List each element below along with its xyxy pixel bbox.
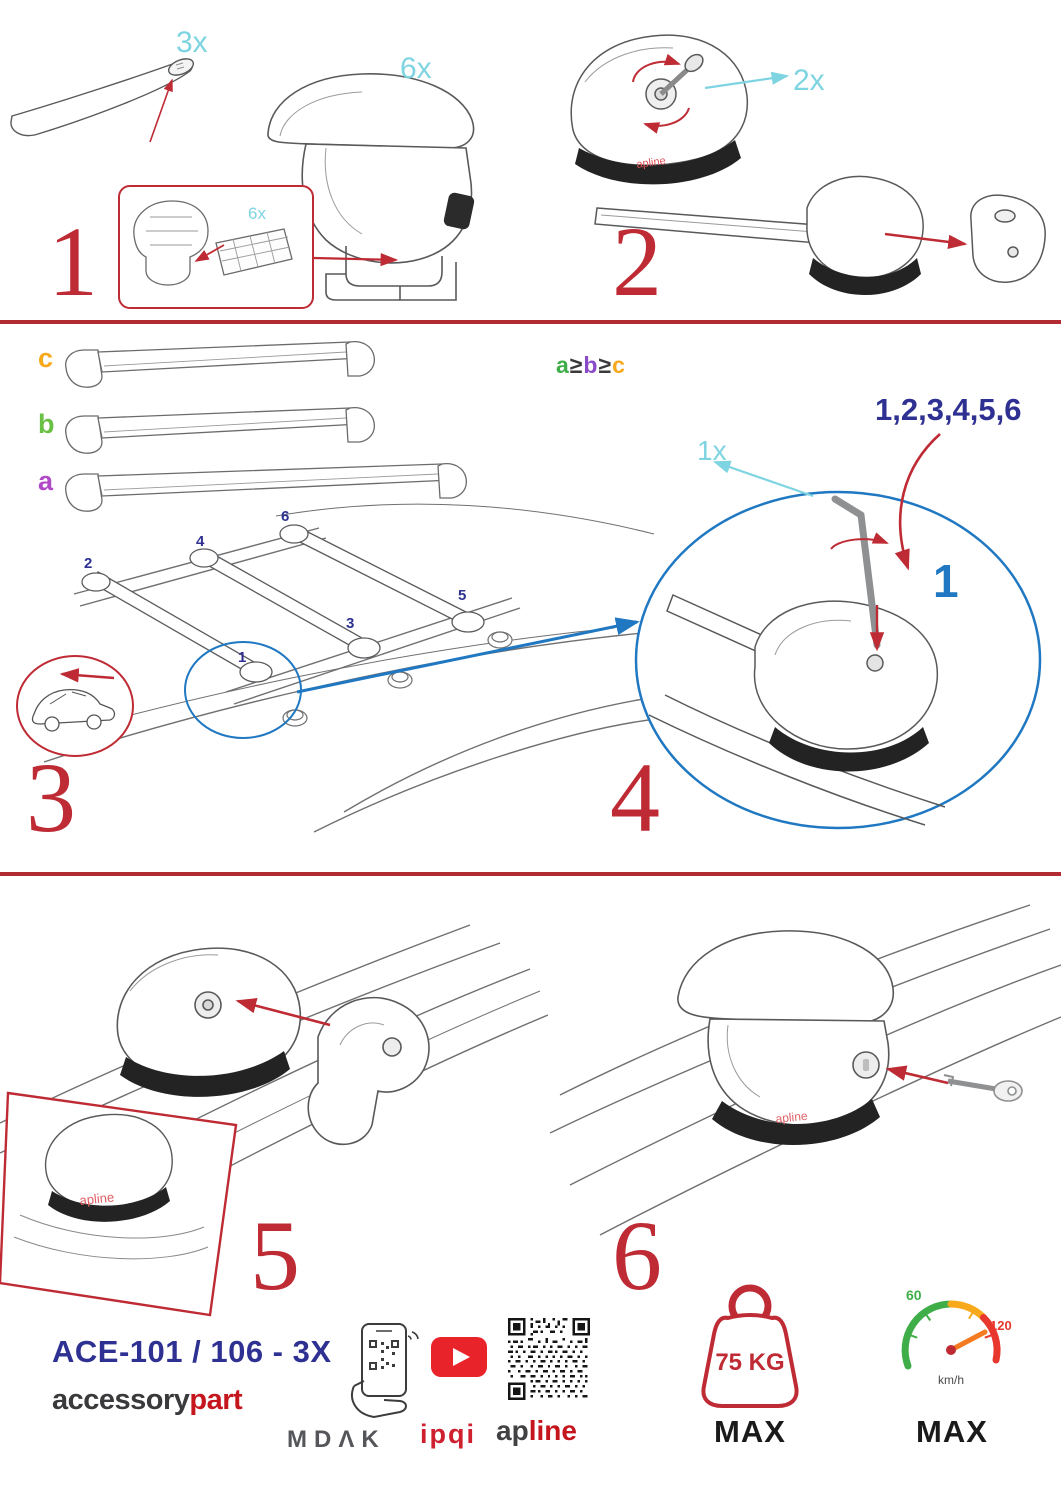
accessorypart-logo-part2: part <box>189 1384 243 1416</box>
mdak-logo: MDΛK <box>287 1426 386 1453</box>
step6-number: 6 <box>612 1200 662 1311</box>
cross-bar-illustration <box>10 58 195 137</box>
mini-qr-icon <box>369 1340 399 1370</box>
max-speed-icon: 60 120 km/h <box>901 1287 1012 1387</box>
clamp-insert-arrow <box>235 998 331 1027</box>
speed-unit-label: km/h <box>938 1373 964 1387</box>
allen-key-icon <box>857 511 881 649</box>
apline-logo-part2: line <box>528 1415 577 1446</box>
step4-zoom-illustration <box>634 490 1042 830</box>
speed-low-label: 60 <box>906 1287 922 1303</box>
ipqi-logo: ipqi <box>420 1419 476 1449</box>
locked-foot <box>677 930 895 1146</box>
apline-logo-step5: apline <box>79 1189 115 1208</box>
apline-logo-step2: apline <box>636 155 667 171</box>
product-model: ACE-101 / 106 - 3X <box>52 1334 332 1369</box>
brand-patch <box>443 192 475 230</box>
position-label-5: 5 <box>458 587 467 604</box>
bar-b-label: b <box>38 409 55 439</box>
bar-qty-label: 3x <box>176 26 208 59</box>
foot-top-view <box>570 34 749 185</box>
speedometer-needle <box>948 1329 988 1353</box>
step3-number: 3 <box>26 742 76 853</box>
key-qty-arrow <box>704 71 790 90</box>
bar-foot-endcap-assembly <box>594 175 1046 295</box>
key-rotate-arrow-2 <box>643 107 690 134</box>
tool-rotate-arrow <box>830 532 889 550</box>
step3-illustration <box>16 340 664 833</box>
foot-with-allen-key <box>648 495 946 826</box>
first-position-label: 1 <box>933 555 959 607</box>
scan-app-icon <box>351 1323 419 1419</box>
weight-max-label: MAX <box>714 1414 786 1449</box>
qr-code <box>508 1318 590 1400</box>
position-label-3: 3 <box>346 615 355 632</box>
position-label-4: 4 <box>196 533 205 550</box>
rubber-pad <box>215 228 293 276</box>
inset-to-foot-arrow <box>313 253 399 267</box>
bar-a-label: a <box>38 466 54 496</box>
bar-c-label: c <box>38 343 54 373</box>
mounted-bars <box>81 524 485 683</box>
pad-detail-illustration <box>133 200 293 286</box>
tool-qty-label: 1x <box>697 435 727 466</box>
section-divider-1 <box>0 320 1061 324</box>
step2-illustration: apline <box>570 34 1046 295</box>
sequence-curved-arrow <box>894 433 941 571</box>
pad-insert-arrow <box>194 244 225 262</box>
rule-a: a <box>556 352 570 378</box>
bar-end-pointer-arrow <box>149 78 173 143</box>
key-icon <box>943 1074 1023 1102</box>
key-icon <box>659 68 689 96</box>
position-label-6: 6 <box>281 508 290 525</box>
step5-number: 5 <box>250 1200 300 1311</box>
bar-c-illustration <box>65 340 376 388</box>
tighten-sequence-label: 1,2,3,4,5,6 <box>875 392 1022 427</box>
step4-number: 4 <box>610 742 660 853</box>
step2-number: 2 <box>612 206 662 317</box>
apline-logo-step6: apline <box>775 1109 809 1126</box>
step5-illustration: apline <box>0 924 548 1317</box>
pad-qty-label: 6x <box>248 204 266 223</box>
apline-logo-part1: ap <box>496 1415 529 1446</box>
max-weight-icon: 75 KG <box>701 1284 799 1408</box>
rule-gte-1: ≥ <box>569 352 584 378</box>
step1-pad-inset: 6x <box>118 185 314 309</box>
step6-illustration: apline <box>550 904 1061 1236</box>
inset-foot-illustration <box>13 1113 209 1260</box>
end-cap <box>970 194 1046 283</box>
accessorypart-logo-part1: accessory <box>52 1384 190 1416</box>
clamp-bolt <box>866 654 884 672</box>
apline-logo: apline <box>496 1417 577 1445</box>
step1-number: 1 <box>48 206 98 317</box>
speed-high-label: 120 <box>990 1318 1012 1333</box>
car-direction-inset <box>16 655 134 757</box>
car-front-direction-arrow <box>59 668 115 683</box>
position-label-2: 2 <box>84 555 93 572</box>
speed-max-label: MAX <box>916 1414 988 1449</box>
rule-gte-2: ≥ <box>598 352 613 378</box>
bar-b-illustration <box>65 406 376 454</box>
foot-on-rail <box>116 947 302 1097</box>
order-rule: a≥b≥c <box>556 354 626 377</box>
key-rotate-arrow-1 <box>632 53 681 83</box>
position-label-1: 1 <box>238 649 247 666</box>
youtube-icon <box>431 1337 487 1377</box>
step1-illustration <box>10 58 475 301</box>
clamp-bracket <box>307 996 430 1146</box>
endcap-attach-arrow <box>884 232 968 250</box>
zoom-pointer-arrow <box>296 617 640 694</box>
weight-value: 75 KG <box>715 1349 784 1376</box>
rule-b: b <box>583 352 599 378</box>
foot-underside <box>133 200 209 286</box>
tool-qty-arrow <box>712 460 814 498</box>
key-insert-arrow <box>885 1065 949 1085</box>
key-qty-label: 2x <box>793 64 825 97</box>
bar-a-illustration <box>65 462 468 512</box>
accessorypart-logo: accessorypart <box>52 1384 243 1416</box>
rule-c: c <box>612 352 626 378</box>
section-divider-2 <box>0 872 1061 876</box>
foot-qty-label: 6x <box>400 52 432 85</box>
